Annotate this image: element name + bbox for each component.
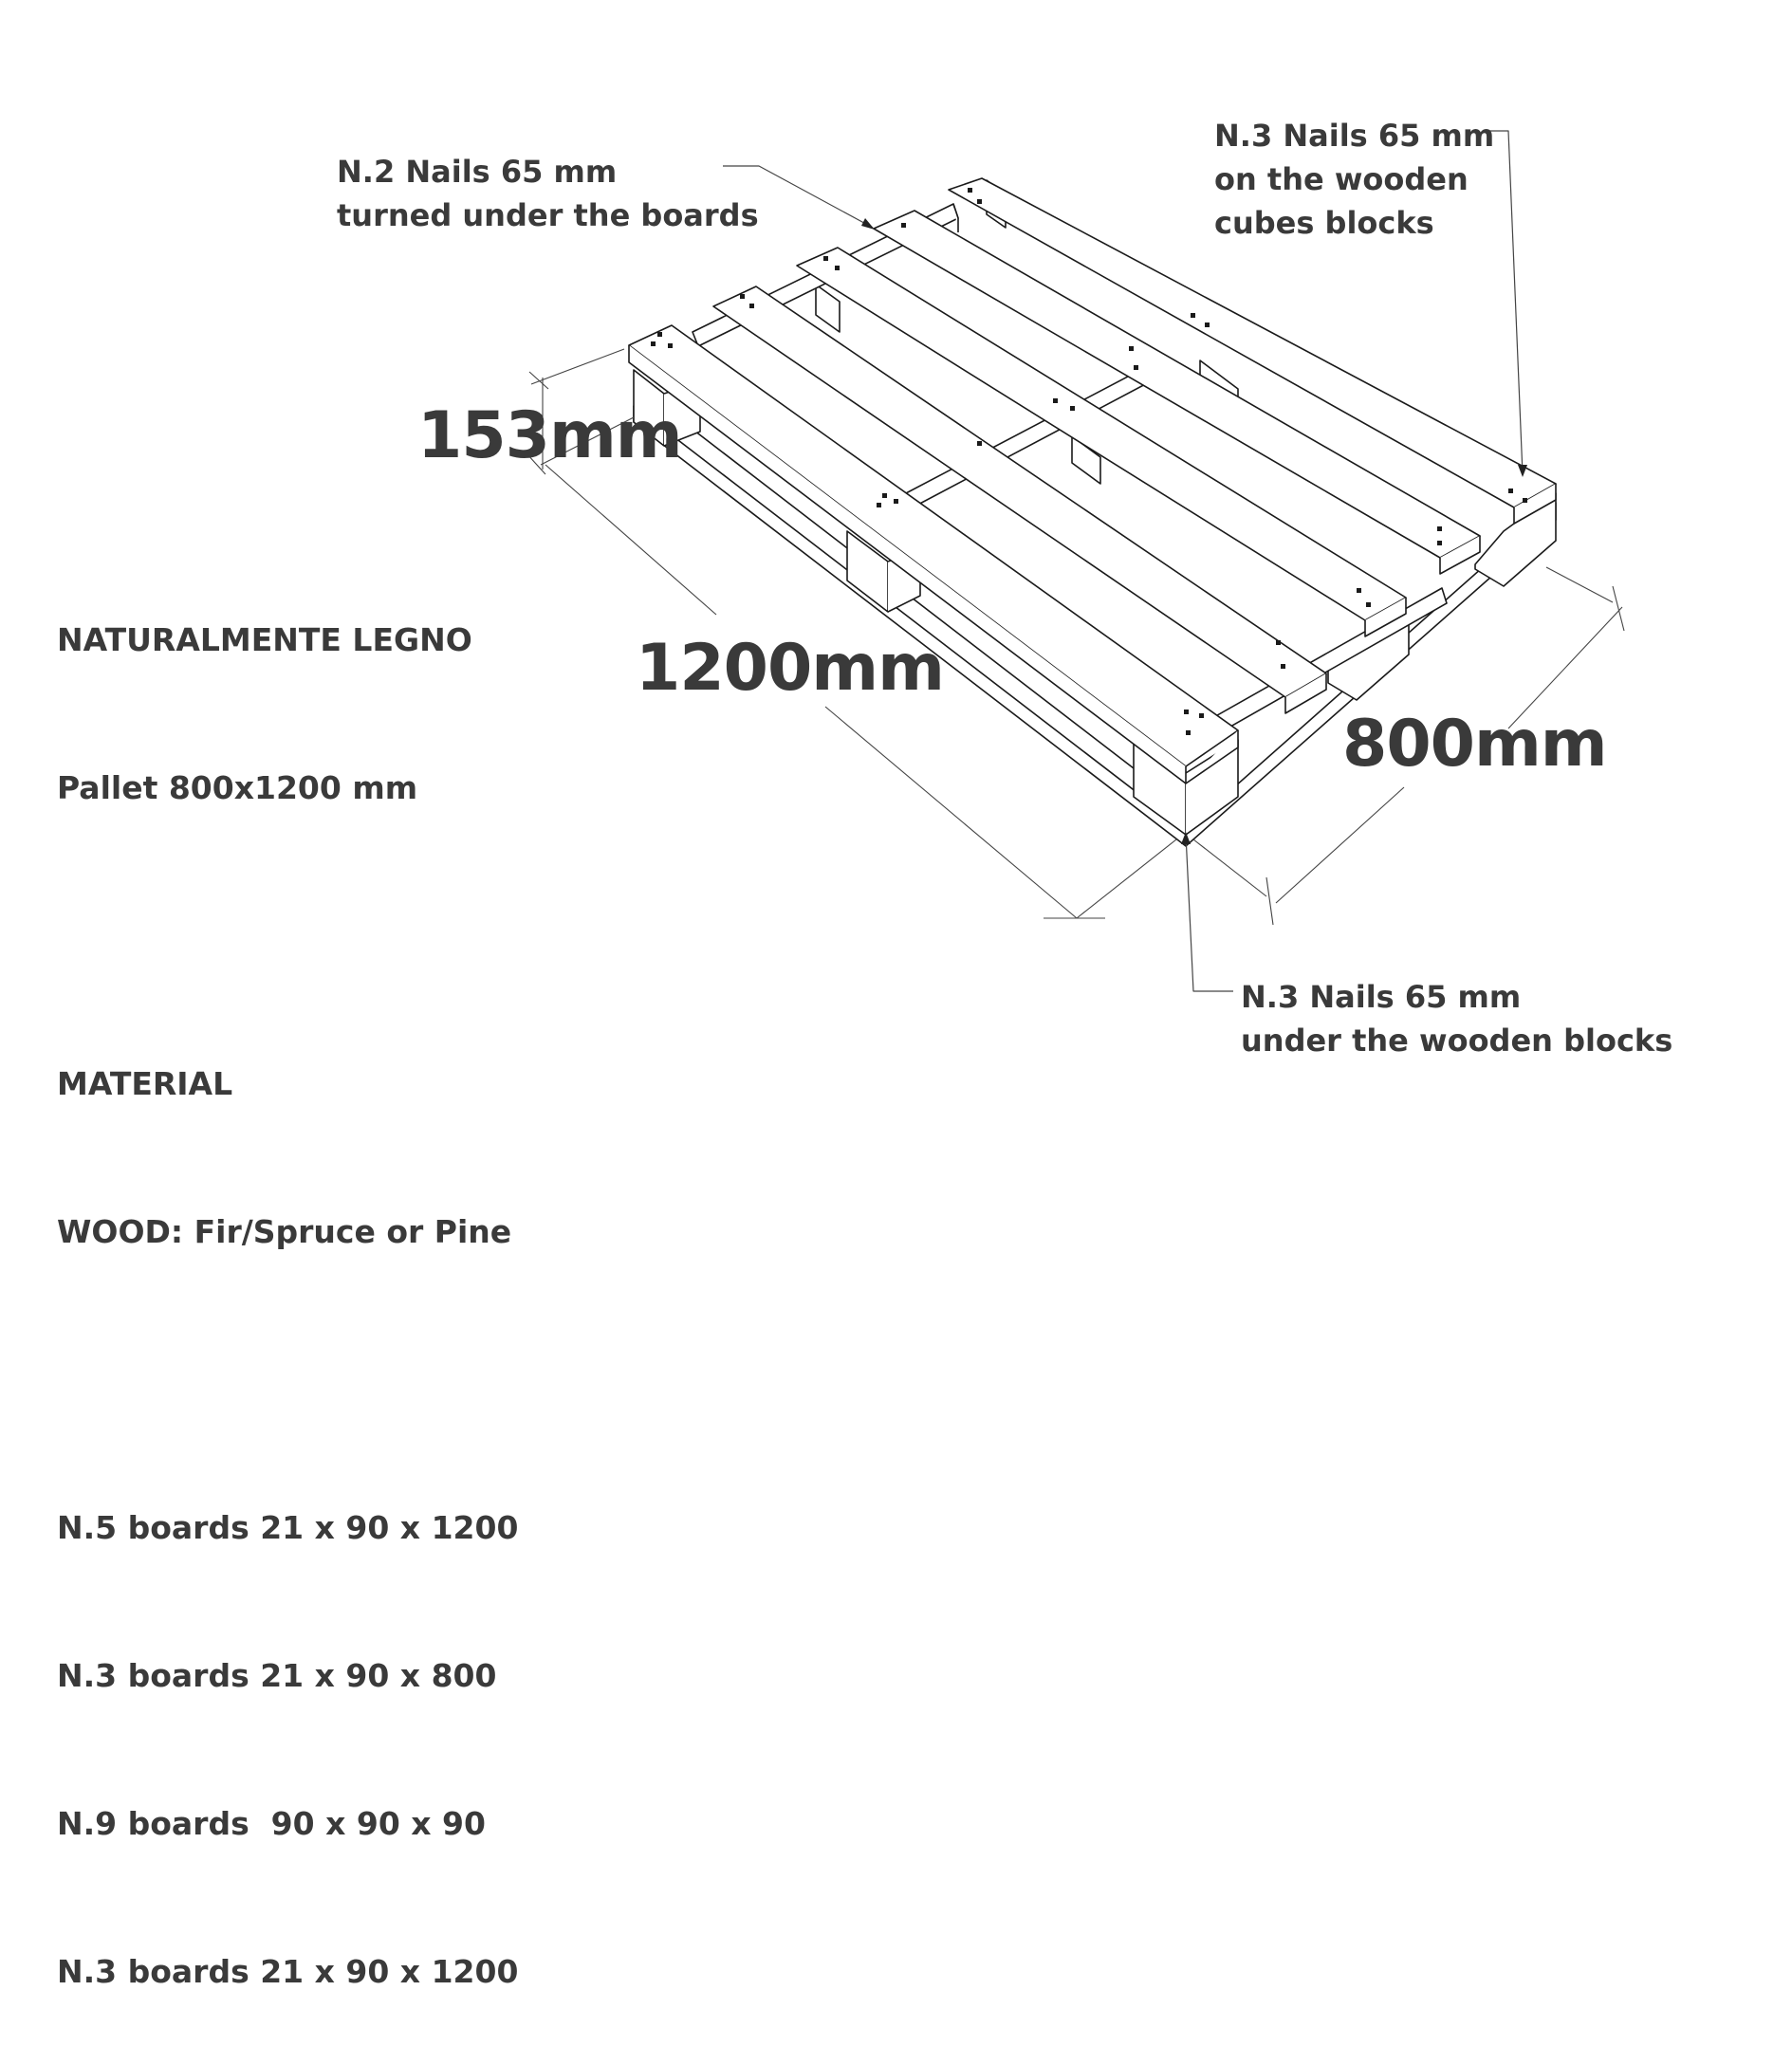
- pallet-drawing: [526, 130, 1625, 992]
- annotation-nails-bottom: N.3 Nails 65 mm under the wooden blocks: [1241, 975, 1672, 1062]
- spec-board-line: N.9 boards 90 x 90 x 90: [57, 1805, 486, 1842]
- spec-board-line: N.5 boards 21 x 90 x 1200: [57, 1509, 519, 1546]
- annotation-line: on the wooden: [1214, 161, 1469, 197]
- dimension-length: 1200mm: [636, 631, 945, 706]
- top-boards: [628, 177, 1557, 784]
- dimension-height: 153mm: [417, 398, 683, 473]
- spec-product: Pallet 800x1200 mm: [57, 769, 418, 806]
- annotation-line: N.2 Nails 65 mm: [337, 154, 618, 190]
- nail-marks: [651, 188, 1527, 735]
- annotation-line: turned under the boards: [337, 197, 759, 233]
- spec-brand: NATURALMENTE LEGNO: [57, 621, 472, 658]
- dimension-lines: [526, 348, 1625, 926]
- annotation-line: cubes blocks: [1214, 205, 1434, 241]
- spec-material: WOOD: Fir/Spruce or Pine: [57, 1213, 512, 1250]
- annotation-line: under the wooden blocks: [1241, 1023, 1673, 1059]
- leader-arrows: [861, 218, 1527, 844]
- spec-board-line: N.3 boards 21 x 90 x 800: [57, 1657, 497, 1694]
- spec-block: NATURALMENTE LEGNO Pallet 800x1200 mm MA…: [57, 517, 518, 2046]
- annotation-nails-top-left: N.2 Nails 65 mm turned under the boards: [337, 150, 759, 237]
- annotation-line: N.3 Nails 65 mm: [1241, 979, 1522, 1015]
- leader-lines: [723, 130, 1524, 992]
- annotation-nails-top-right: N.3 Nails 65 mm on the wooden cubes bloc…: [1214, 114, 1494, 245]
- dimension-width: 800mm: [1342, 707, 1608, 782]
- spec-board-line: N.3 boards 21 x 90 x 1200: [57, 1953, 519, 1990]
- spec-material-heading: MATERIAL: [57, 1065, 233, 1102]
- annotation-line: N.3 Nails 65 mm: [1214, 118, 1495, 154]
